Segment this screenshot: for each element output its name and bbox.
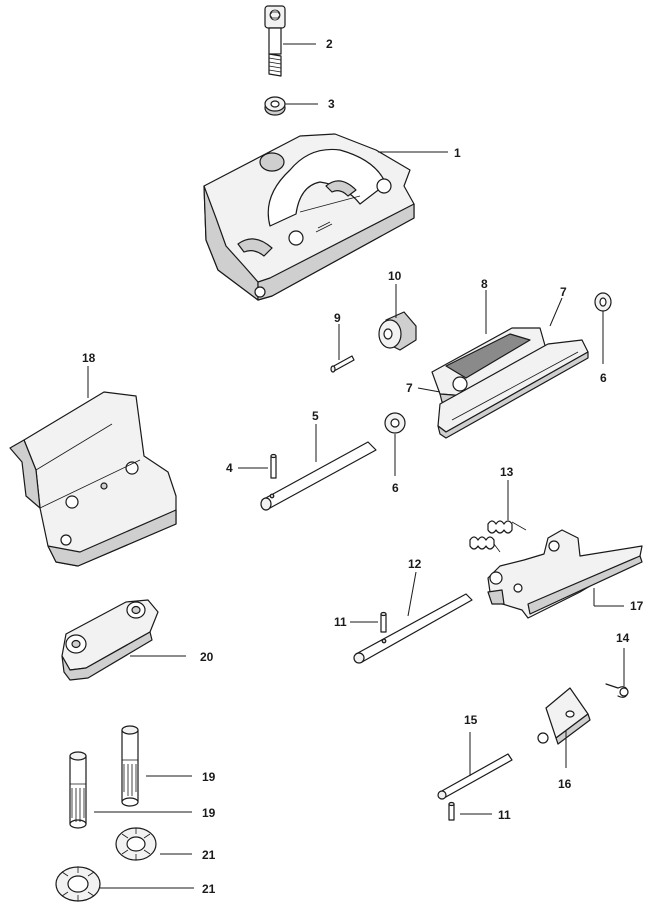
part-17-lever (487, 529, 643, 619)
callout-17: 17 (630, 599, 644, 613)
callout-9: 9 (334, 311, 341, 325)
callout-18: 18 (82, 351, 96, 365)
callout-labels: 2 3 1 10 8 7 9 7 6 18 5 4 6 13 12 17 11 … (82, 37, 644, 896)
part-4-pin (270, 453, 277, 479)
callout-11-upper: 11 (334, 615, 347, 629)
callout-2: 2 (326, 37, 333, 51)
part-1-housing (203, 133, 415, 301)
callout-20: 20 (200, 650, 214, 664)
callout-19-lower: 19 (202, 806, 216, 820)
part-14-clip (605, 683, 629, 698)
callout-7-lower: 7 (406, 381, 413, 395)
part-20-link (61, 599, 159, 681)
callout-21-lower: 21 (202, 882, 216, 896)
part-21-washer-lower (55, 866, 101, 902)
part-16-plate (537, 687, 591, 745)
callout-6-lower: 6 (392, 481, 399, 495)
part-13-springs (469, 520, 527, 553)
callout-7-upper: 7 (560, 285, 567, 299)
callout-1: 1 (454, 146, 461, 160)
leader-12 (407, 571, 417, 617)
leader-lines (87, 43, 625, 889)
callout-8: 8 (481, 277, 488, 291)
callout-5: 5 (312, 409, 319, 423)
callout-13: 13 (500, 465, 514, 479)
callout-3: 3 (328, 97, 335, 111)
part-2-cap-screw (264, 5, 286, 77)
callout-15: 15 (464, 713, 478, 727)
callout-19-upper: 19 (202, 770, 216, 784)
part-7-rail (437, 339, 589, 439)
callout-16: 16 (558, 777, 572, 791)
part-12-shaft (353, 593, 473, 664)
part-11-pin-lower (448, 801, 455, 821)
callout-21-upper: 21 (202, 848, 216, 862)
callout-6-upper: 6 (600, 371, 607, 385)
part-19-pin-lower (69, 751, 87, 829)
part-21-washer-upper (115, 827, 157, 861)
part-10-roller (378, 311, 417, 351)
part-11-pin-upper (380, 611, 387, 633)
part-9-pin (330, 355, 355, 373)
callout-4: 4 (226, 461, 233, 475)
part-6-washer-lower (384, 412, 406, 434)
part-15-shaft (437, 753, 513, 800)
part-6-washer-upper (594, 292, 612, 312)
callout-12: 12 (408, 557, 422, 571)
callout-10: 10 (388, 269, 402, 283)
callout-11-lower: 11 (498, 808, 511, 822)
part-3-nut (264, 96, 286, 116)
callout-14: 14 (616, 631, 630, 645)
leader-7a (549, 297, 563, 327)
part-19-pin-upper (121, 725, 139, 807)
part-5-shaft (260, 441, 377, 511)
leader-7b (417, 387, 441, 393)
part-18-bracket (9, 391, 177, 567)
